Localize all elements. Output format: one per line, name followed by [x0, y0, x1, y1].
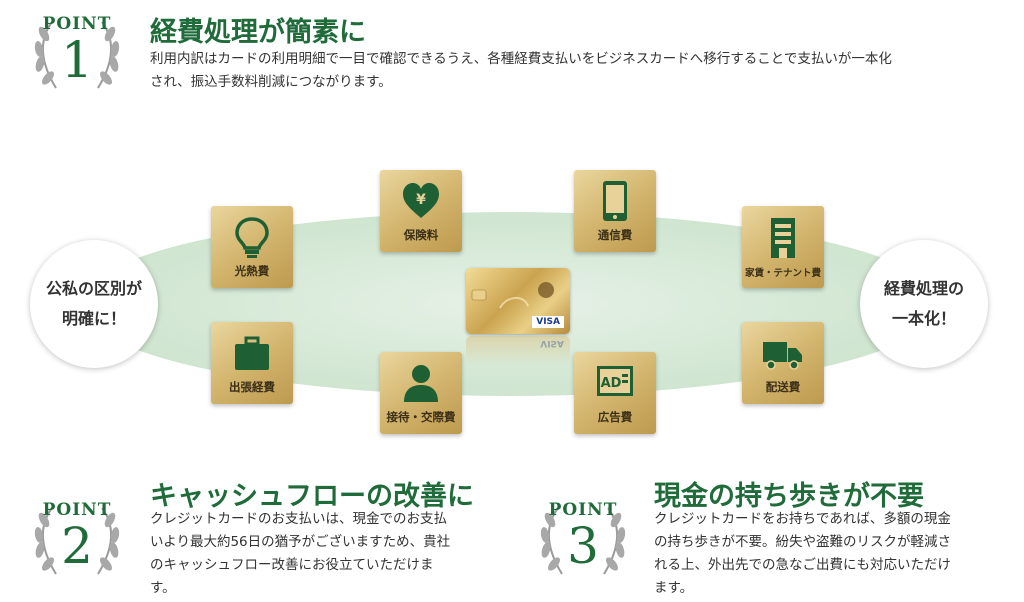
circle-line: 一本化！: [891, 309, 956, 328]
text-line: いより最大約56日の猶予がございますため、貴社: [150, 534, 451, 550]
building-icon: [771, 218, 795, 258]
laurel-wreath-icon: [34, 507, 120, 575]
laurel-wreath-icon: [34, 21, 120, 89]
circle-line: 明確に！: [61, 309, 126, 328]
expense-label: 保険料: [403, 228, 439, 242]
point-label: POINT: [42, 14, 112, 34]
svg-text:AD: AD: [601, 376, 622, 391]
point-1-title: 経費処理が簡素に: [150, 17, 366, 48]
point-1-text: 利用内訳はカードの利用明細で一目で確認できるうえ、各種経費支払いをビジネスカード…: [150, 48, 1020, 94]
expense-utility: 光熱費: [211, 206, 293, 288]
expense-telecom: 通信費: [574, 170, 656, 252]
heart-yen-icon: ¥: [403, 183, 439, 218]
lightbulb-icon: [235, 217, 269, 258]
text-line: れる上、外出先での急なご出費にも対応いただけ: [654, 557, 951, 573]
smartphone-icon: [603, 181, 627, 221]
expense-insurance: ¥ 保険料: [380, 170, 462, 252]
text-line: す。: [150, 580, 176, 596]
expense-label: 接待・交際費: [386, 410, 456, 424]
expense-rent: 家賃・テナント費: [742, 206, 824, 288]
right-circle: 経費処理の 一本化！: [860, 240, 988, 368]
point-label: POINT: [42, 500, 112, 520]
text-line: の持ち歩きが不要。紛失や盗難のリスクが軽減さ: [654, 534, 951, 550]
circle-line: 経費処理の: [883, 279, 964, 298]
briefcase-icon: [235, 336, 269, 370]
expense-label: 光熱費: [234, 264, 270, 278]
point-2-title: キャッシュフローの改善に: [150, 481, 474, 512]
business-card: VISA: [466, 268, 570, 334]
card-emblem-icon: [471, 282, 554, 309]
expense-label: 配送費: [765, 380, 801, 394]
svg-text:¥: ¥: [416, 192, 426, 208]
truck-icon: [763, 342, 802, 370]
expense-entertainment: 接待・交際費: [380, 352, 462, 434]
card-reflection: VISA: [466, 336, 570, 366]
expense-label: 通信費: [597, 228, 633, 242]
expense-delivery: 配送費: [742, 322, 824, 404]
expense-label: 出張経費: [229, 380, 275, 394]
point-2-text: クレジットカードのお支払いは、現金でのお支払 いより最大約56日の猶予がございま…: [150, 508, 510, 600]
laurel-wreath-icon: [540, 507, 626, 575]
point-label: POINT: [548, 500, 618, 520]
text-line: クレジットカードをお持ちであれば、多額の現金: [654, 511, 951, 527]
expense-advertising: AD 広告費: [574, 352, 656, 434]
text-line: クレジットカードのお支払いは、現金でのお支払: [150, 511, 447, 527]
text-line: ます。: [654, 580, 694, 596]
point-1-badge: POINT 1: [22, 4, 132, 104]
point-number: 3: [567, 517, 599, 575]
ad-icon: AD: [597, 366, 633, 396]
point-number: 2: [61, 517, 93, 575]
point-3-badge: POINT 3: [528, 490, 638, 590]
person-icon: [404, 365, 438, 402]
text-line: 利用内訳はカードの利用明細で一目で確認できるうえ、各種経費支払いをビジネスカード…: [150, 51, 892, 67]
text-line: のキャッシュフロー改善にお役立ていただけま: [150, 557, 434, 573]
expense-label: 家賃・テナント費: [744, 268, 821, 279]
point-number: 1: [61, 31, 93, 89]
circle-line: 公私の区別が: [45, 279, 142, 298]
point-3-text: クレジットカードをお持ちであれば、多額の現金 の持ち歩きが不要。紛失や盗難のリス…: [654, 508, 1014, 600]
text-line: され、振込手数料削減につながります。: [150, 74, 392, 90]
visa-logo: VISA: [532, 316, 564, 328]
left-circle: 公私の区別が 明確に！: [30, 240, 158, 368]
expense-label: 広告費: [597, 410, 633, 424]
point-3-title: 現金の持ち歩きが不要: [654, 481, 924, 512]
point-2-badge: POINT 2: [22, 490, 132, 590]
reflect-visa: VISA: [540, 338, 564, 348]
expense-travel: 出張経費: [211, 322, 293, 404]
